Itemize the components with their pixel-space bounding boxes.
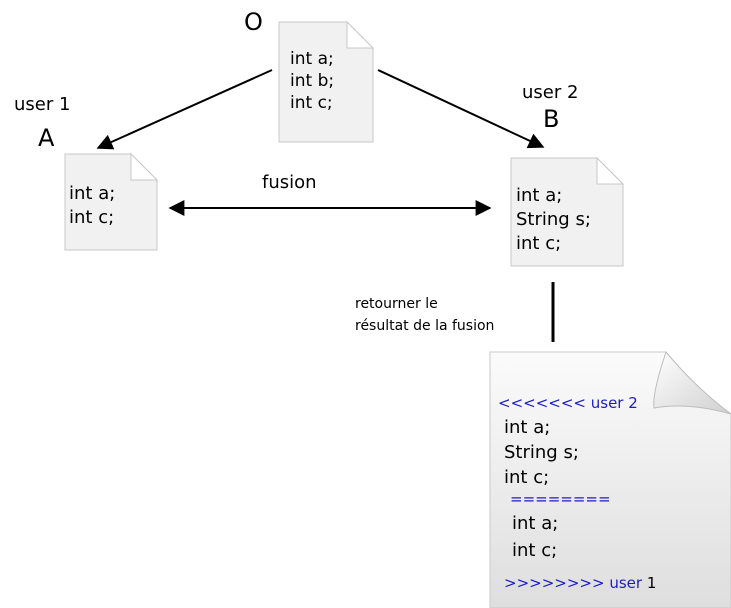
result-label-line-2: résultat de la fusion	[355, 318, 495, 334]
result-label-line-1: retourner le	[355, 296, 438, 312]
node-a-letter: A	[38, 124, 55, 152]
conflict-end-number: 1	[646, 574, 657, 592]
conflict-end-user: user	[609, 574, 643, 592]
merged-line: int c;	[512, 540, 558, 561]
document-line: String s;	[516, 209, 591, 230]
document-icon	[489, 350, 731, 608]
arrow-o-to-a	[96, 69, 273, 150]
merge-result-document: <<<<<<< user 2 int a; String s; int c; =…	[488, 350, 731, 608]
conflict-separator: ========	[510, 490, 611, 508]
document-line: int a;	[69, 183, 116, 204]
node-b-user: user 2	[522, 82, 579, 103]
merged-line: String s;	[504, 442, 579, 463]
node-o-letter: O	[244, 8, 263, 36]
merged-line: int c;	[504, 467, 550, 488]
document-icon	[64, 152, 159, 251]
document-o: int a; int b; int c;	[277, 20, 375, 144]
document-line: int a;	[516, 185, 563, 206]
conflict-end-marker: >>>>>>>> user 1	[504, 574, 656, 592]
document-line: int b;	[290, 71, 335, 91]
merged-line: int a;	[504, 417, 551, 438]
document-a: int a; int c;	[63, 152, 159, 252]
document-b: int a; String s; int c;	[509, 156, 625, 268]
node-b-letter: B	[543, 105, 560, 133]
document-icon	[278, 20, 375, 143]
node-a-user: user 1	[14, 94, 71, 115]
document-icon	[510, 156, 625, 267]
document-line: int c;	[516, 233, 562, 254]
merged-line: int a;	[512, 513, 559, 534]
conflict-start-marker: <<<<<<< user 2	[498, 394, 638, 412]
document-line: int c;	[290, 93, 333, 113]
document-line: int a;	[290, 49, 334, 69]
fusion-label: fusion	[262, 172, 317, 193]
conflict-end-arrows: >>>>>>>>	[504, 574, 605, 592]
document-line: int c;	[69, 207, 115, 228]
arrow-o-to-b	[377, 69, 545, 149]
